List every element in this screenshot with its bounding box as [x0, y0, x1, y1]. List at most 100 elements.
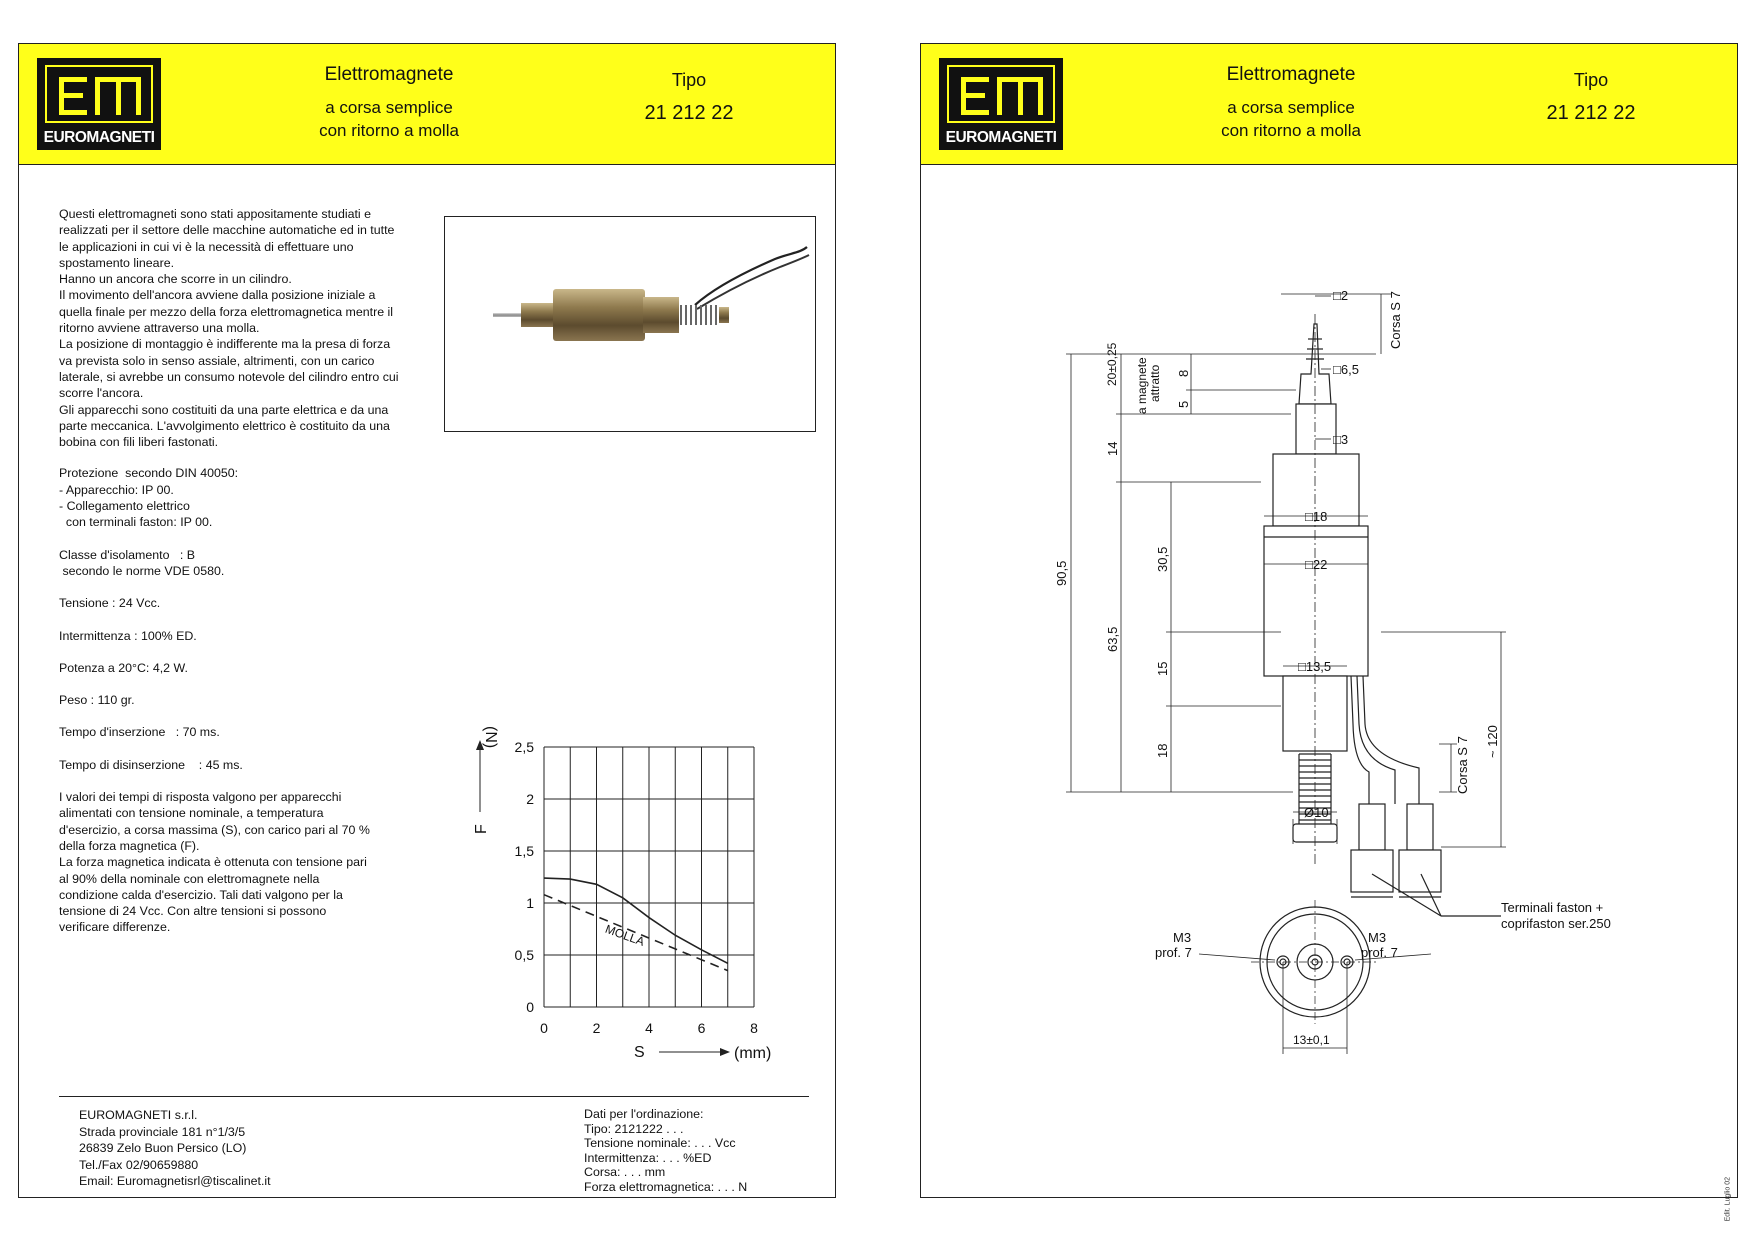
notes-line: verificare differenze.: [59, 920, 171, 935]
notes-line: alimentati con tensione nominale, a temp…: [59, 806, 324, 821]
company-address: EUROMAGNETI s.r.l. Strada provinciale 181…: [79, 1107, 271, 1190]
intro-line: realizzati per il settore delle macchine…: [59, 223, 395, 238]
x-axis-unit: (mm): [734, 1045, 771, 1062]
insulation-line: secondo le norme VDE 0580.: [59, 563, 225, 578]
x-tick-label: 8: [750, 1020, 758, 1036]
duty-text: Intermittenza : 100% ED.: [59, 628, 197, 643]
notes-line: d'esercizio, a corsa massima (S), con ca…: [59, 822, 370, 837]
dim-8: 8: [1176, 370, 1191, 377]
insulation-text: Classe d'isolamento : B secondo le norme…: [59, 547, 429, 580]
power-text: Potenza a 20°C: 4,2 W.: [59, 660, 188, 675]
y-axis-arrowhead: [476, 740, 484, 750]
intro-line: parte meccanica. L'avvolgimento elettric…: [59, 418, 390, 433]
dim-13: 13±0,1: [1293, 1033, 1330, 1047]
intro-line: bobina con fili liberi fastonati.: [59, 435, 219, 450]
protection-text: Protezione secondo DIN 40050:- Apparecch…: [59, 465, 429, 530]
intro-line: Il movimento dell'ancora avviene dalla p…: [59, 288, 376, 303]
intro-line: scorre l'ancora.: [59, 386, 144, 401]
series-line-molla: [543, 893, 729, 972]
dim-5: 5: [1176, 401, 1191, 408]
intro-line: spostamento lineare.: [59, 255, 175, 270]
dim-corsa-bottom: Corsa S 7: [1455, 736, 1470, 794]
y-tick-label: 2: [526, 791, 534, 807]
dim-diameter-10: Ø10: [1304, 805, 1329, 820]
intro-line: Hanno un ancora che scorre in un cilindr…: [59, 272, 292, 287]
notes-line: condizione calda d'esercizio. Tali dati …: [59, 887, 343, 902]
intro-line: quella finale per mezzo della forza elet…: [59, 304, 394, 319]
footer-divider: [59, 1096, 809, 1097]
dim-63-5: 63,5: [1105, 627, 1120, 652]
description-block: Questi elettromagneti sono stati apposit…: [59, 206, 429, 952]
notes-line: tensione di 24 Vcc. Con altre tensioni s…: [59, 904, 327, 919]
x-tick-label: 4: [645, 1020, 653, 1036]
protection-line: con terminali faston: IP 00.: [59, 515, 213, 530]
m3-right: M3: [1368, 930, 1386, 945]
technical-drawing: □2 □6,5 □3 □18 □22 □13,5 Ø10 Corsa S 7 C…: [1054, 288, 1611, 1054]
product-title: Elettromagnete: [1226, 64, 1356, 85]
y-axis-unit: (N): [482, 726, 499, 748]
tipo-code: 21 212 22: [644, 102, 734, 124]
intro-line: va prevista solo in senso assiale, altri…: [59, 353, 375, 368]
x-tick-label: 0: [540, 1020, 548, 1036]
dim-square-2: □2: [1333, 288, 1348, 303]
dim-90-5: 90,5: [1054, 561, 1069, 586]
company-line: Strada provinciale 181 n°1/3/5: [79, 1124, 246, 1139]
order-line: Forza elettromagnetica: . . . N: [584, 1179, 748, 1194]
company-line: Email: Euromagnetisrl@tiscalinet.it: [79, 1174, 271, 1188]
dim-14: 14: [1105, 442, 1120, 456]
company-line: EUROMAGNETI s.r.l.: [79, 1108, 198, 1122]
y-tick-label: 2,5: [515, 739, 535, 755]
dim-30-5: 30,5: [1155, 547, 1170, 572]
order-line: Tensione nominale: . . . Vcc: [584, 1136, 736, 1151]
protection-line: Protezione secondo DIN 40050:: [59, 466, 239, 481]
order-info: Dati per l'ordinazione:Tipo: 2121222 . .…: [584, 1107, 747, 1195]
dim-square-6-5: □6,5: [1333, 362, 1359, 377]
prof-right: prof. 7: [1361, 945, 1398, 960]
y-tick-label: 1,5: [515, 843, 535, 859]
product-title: Elettromagnete: [324, 64, 454, 85]
tipo-code: 21 212 22: [1546, 102, 1636, 124]
dim-square-22: □22: [1305, 557, 1327, 572]
intro-line: ritorno avviene attraverso una molla.: [59, 321, 260, 336]
y-tick-label: 0,5: [515, 947, 535, 963]
y-axis-label: F: [473, 824, 490, 834]
insulation-line: Classe d'isolamento : B: [59, 547, 195, 562]
series-label-molla: MOLLA: [603, 922, 646, 949]
tipo-label: Tipo: [671, 70, 707, 90]
on-time-text: Tempo d'inserzione : 70 ms.: [59, 725, 220, 740]
protection-line: - Apparecchio: IP 00.: [59, 482, 174, 497]
dim-20: 20±0,25: [1105, 342, 1119, 386]
header-band: EUROMAGNETI Elettromagnete a corsa sempl…: [921, 44, 1737, 165]
terminals-label-1: Terminali faston +: [1501, 900, 1603, 915]
header-band: EUROMAGNETI Elettromagnete a corsa sempl…: [19, 44, 835, 165]
dim-18: 18: [1155, 744, 1170, 758]
notes-line: della forza magnetica (F).: [59, 838, 200, 853]
dim-corsa-top: Corsa S 7: [1388, 291, 1403, 349]
y-tick-label: 0: [526, 999, 534, 1015]
company-line: 26839 Zelo Buon Persico (LO): [79, 1141, 247, 1155]
notes-line: La forza magnetica indicata è ottenuta c…: [59, 855, 367, 870]
intro-line: laterale, si avrebbe un consumo notevole…: [59, 369, 399, 384]
tipo-label: Tipo: [1573, 70, 1609, 90]
prof-left: prof. 7: [1155, 945, 1192, 960]
intro-line: Gli apparecchi sono costituiti da una pa…: [59, 402, 389, 417]
euromagneti-logo: EUROMAGNETI: [37, 58, 161, 150]
product-photo: [444, 216, 816, 432]
company-line: Tel./Fax 02/90659880: [79, 1157, 199, 1172]
dim-square-3: □3: [1333, 432, 1348, 447]
m3-left: M3: [1173, 930, 1191, 945]
off-time-text: Tempo di disinserzione : 45 ms.: [59, 757, 243, 772]
datasheet-page-left: EUROMAGNETI Elettromagnete a corsa sempl…: [18, 43, 836, 1198]
label-a-magnete: a magnete: [1135, 357, 1149, 414]
x-tick-label: 6: [698, 1020, 706, 1036]
intro-line: Questi elettromagneti sono stati apposit…: [59, 207, 372, 221]
x-tick-label: 2: [593, 1020, 601, 1036]
product-subtitle: a corsa semplice con ritorno a molla: [1221, 98, 1361, 140]
dim-15: 15: [1155, 662, 1170, 676]
intro-line: le applicazioni in cui vi è la necessità…: [59, 239, 354, 254]
weight-text: Peso : 110 gr.: [59, 693, 135, 708]
voltage-text: Tensione : 24 Vcc.: [59, 596, 161, 611]
intro-line: La posizione di montaggio è indifferente…: [59, 337, 391, 352]
product-subtitle: a corsa semplice con ritorno a molla: [319, 98, 459, 140]
